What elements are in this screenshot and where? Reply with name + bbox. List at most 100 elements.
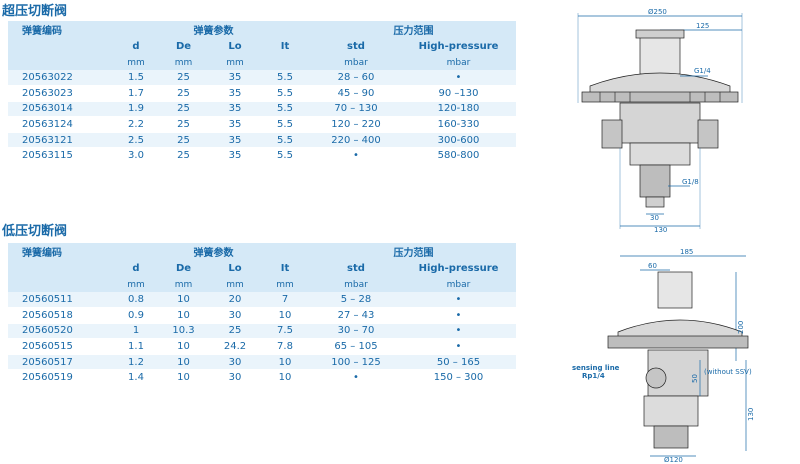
table-cell: 2.5 [116,132,156,149]
table-cell: 25 [211,323,259,340]
cell-code: 20560517 [8,354,116,371]
valve-drawing-low: 185 60 200 sensing line Rp1/4 50 (withou… [572,248,755,464]
unit-de: mm [156,55,211,70]
table-group-header: 弹簧编码 弹簧参数 压力范围 [8,243,516,260]
table-cell: 30 [211,354,259,371]
table-cell: 35 [211,132,259,149]
table-cell: • [311,369,401,387]
label-rp14: Rp1/4 [582,372,605,380]
table-col-header: d De Lo It std High-pressure [8,260,516,277]
table-cell: 2.2 [116,116,156,133]
cell-code: 20563121 [8,132,116,149]
table-cell: 10 [259,307,311,324]
table-cell: 30 [211,307,259,324]
col-lo: Lo [211,38,259,55]
table-cell: 30 [211,369,259,387]
cell-code: 20560519 [8,369,116,387]
col-std: std [311,260,401,277]
table-cell: 120-180 [401,101,516,118]
unit-std: mbar [311,55,401,70]
dim-diameter-250: Ø250 [648,8,667,16]
table-cell: 7 [259,292,311,309]
table-cell: 10 [259,369,311,387]
col-high-pressure: High-pressure [401,260,516,277]
cell-code: 20563115 [8,147,116,165]
cell-code: 20563022 [8,70,116,87]
dim-50: 50 [691,374,699,383]
table-cell: 70 – 130 [311,101,401,118]
col-high-pressure: High-pressure [401,38,516,55]
col-pressure-range: 压力范围 [311,21,516,38]
table-cell: 25 [156,70,211,87]
label-g18: G1/8 [682,178,699,186]
dim-125: 125 [696,22,709,30]
table-cell: 10.3 [156,323,211,340]
table-cell: 10 [156,292,211,309]
col-spring-params: 弹簧参数 [116,243,311,260]
table-cell: 90 –130 [401,85,516,102]
col-spring-params: 弹簧参数 [116,21,311,38]
col-std: std [311,38,401,55]
table-cell: 50 – 165 [401,354,516,371]
table-cell: 28 – 60 [311,70,401,87]
table-cell: 120 – 220 [311,116,401,133]
table-cell: 1.9 [116,101,156,118]
table-cell: 1.5 [116,70,156,87]
col-code: 弹簧编码 [8,243,116,260]
table-cell: 0.8 [116,292,156,309]
table-cell: 27 – 43 [311,307,401,324]
table-cell: 35 [211,147,259,165]
table-cell: • [401,338,516,355]
unit-d: mm [116,55,156,70]
table-cell: 25 [156,101,211,118]
table-unit-row: mm mm mm mm mbar mbar [8,277,516,292]
table-cell: 100 – 125 [311,354,401,371]
unit-hp: mbar [401,55,516,70]
col-de: De [156,38,211,55]
table-cell: 35 [211,70,259,87]
table-cell: 35 [211,85,259,102]
table-cell: 1.2 [116,354,156,371]
table-cell: 30 – 70 [311,323,401,340]
col-it: It [259,260,311,277]
table-cell: 300-600 [401,132,516,149]
cell-code: 20560515 [8,338,116,355]
dim-30: 30 [650,214,659,222]
table-cell: 1.4 [116,369,156,387]
table-cell: 10 [156,354,211,371]
table-cell: • [311,147,401,165]
table-cell: 7.8 [259,338,311,355]
low-pressure-title: 低压切断阀 [2,224,68,239]
col-pressure-range: 压力范围 [311,243,516,260]
col-it: It [259,38,311,55]
unit-lo: mm [211,277,259,292]
table-cell: 5.5 [259,70,311,87]
col-d: d [116,260,156,277]
table-col-header: d De Lo It std High-pressure [8,38,516,55]
table-cell: 10 [156,369,211,387]
low-pressure-spring-table: 弹簧编码 弹簧参数 压力范围 d De Lo It std High-press… [8,243,516,387]
unit-d: mm [116,277,156,292]
table-cell: • [401,307,516,324]
table-cell: • [401,323,516,340]
table-cell: 45 – 90 [311,85,401,102]
cell-code: 20560518 [8,307,116,324]
table-cell: 10 [156,338,211,355]
dim-185: 185 [680,248,693,256]
unit-it: mm [259,277,311,292]
dim-diameter-120: Ø120 [664,456,683,464]
table-cell: 65 – 105 [311,338,401,355]
table-cell: 5.5 [259,132,311,149]
table-cell: 24.2 [211,338,259,355]
cell-code: 20560520 [8,323,116,340]
table-cell: 3.0 [116,147,156,165]
unit-std: mbar [311,277,401,292]
